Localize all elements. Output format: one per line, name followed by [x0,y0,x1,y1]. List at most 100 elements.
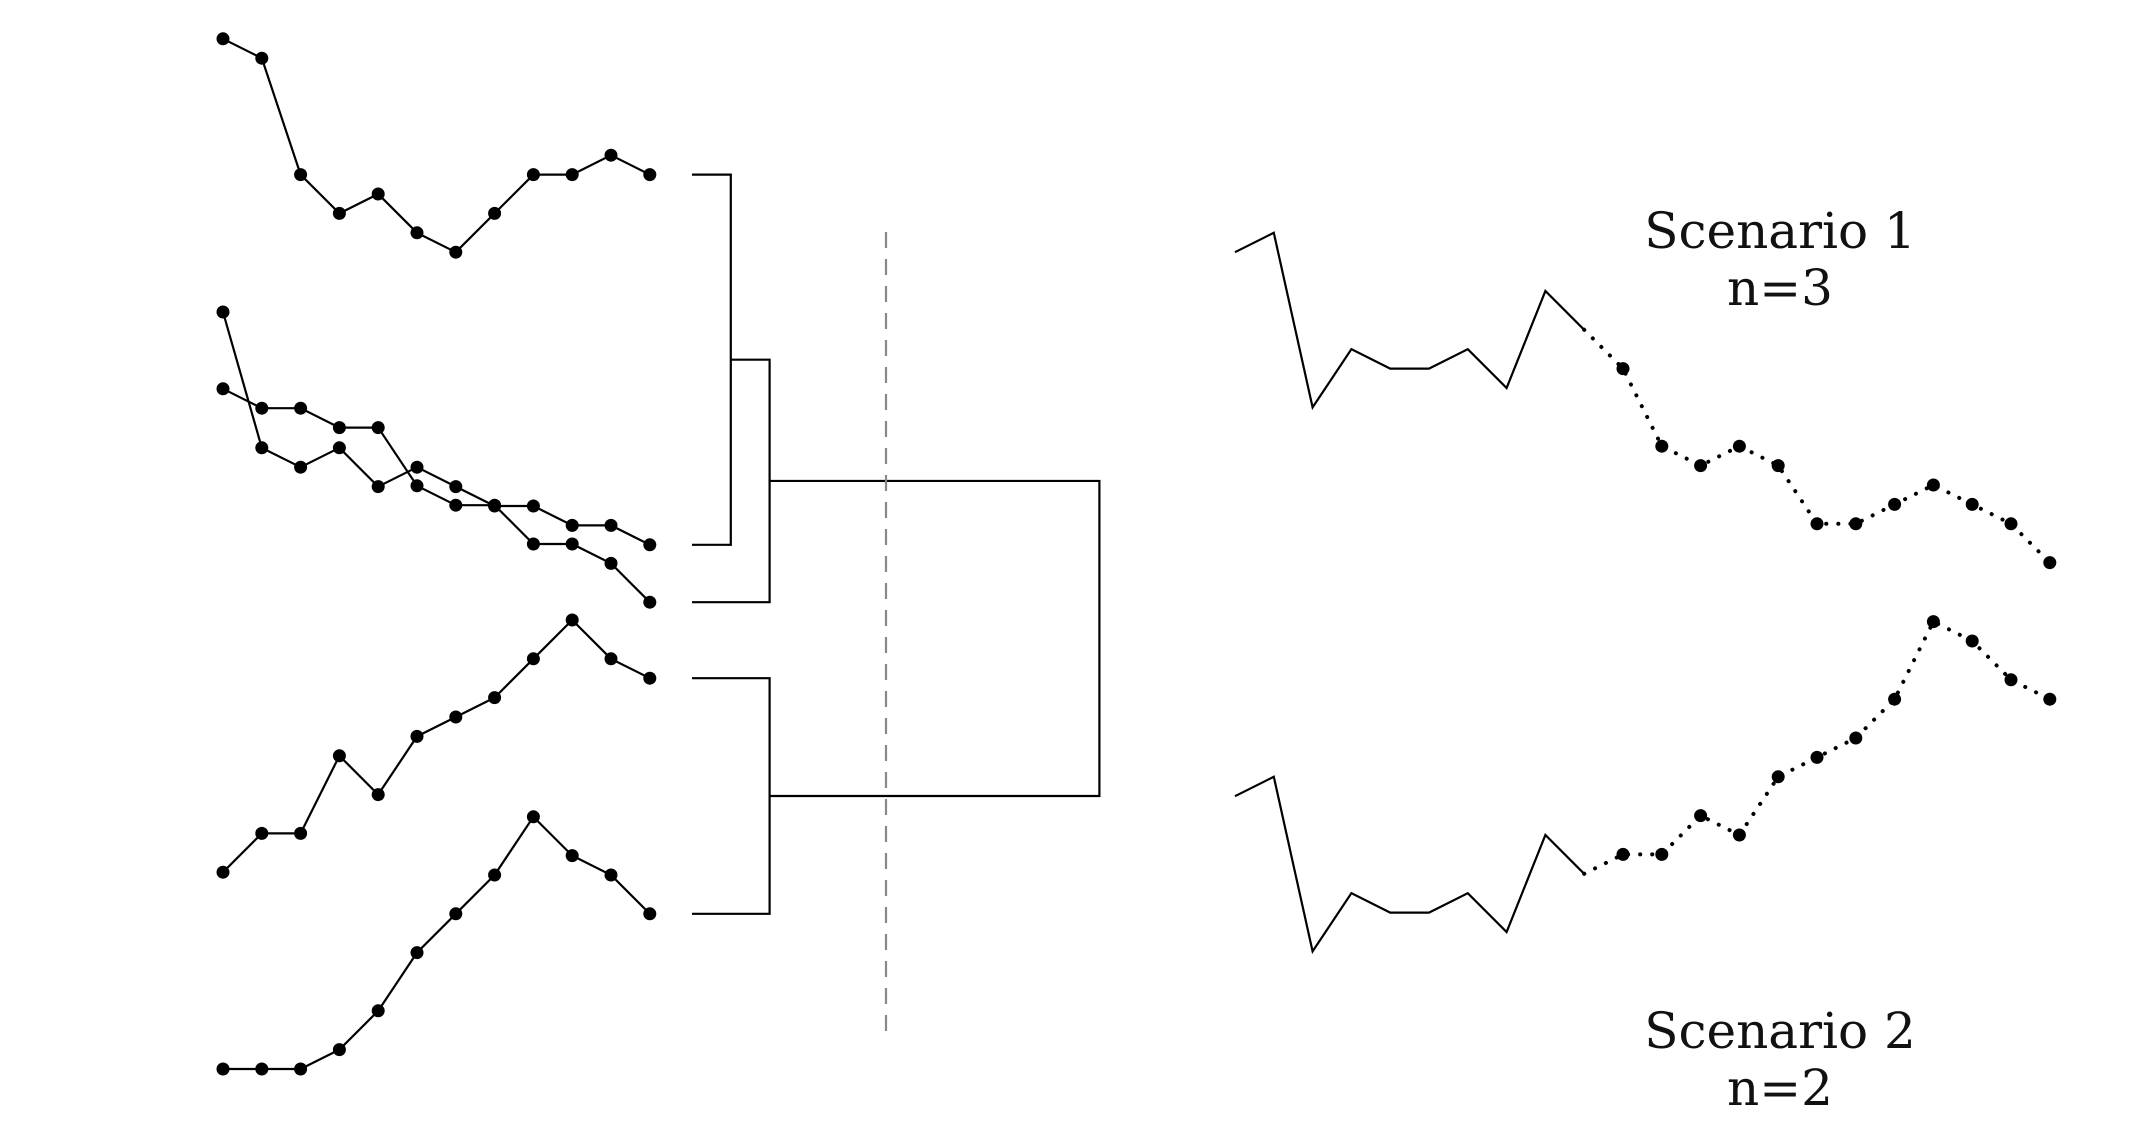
input-series-5-point-11 [604,868,618,882]
input-series-2-line [221,311,651,546]
input-series-4-point-2 [255,826,269,840]
scenario-1-forecast-point-3 [1694,459,1708,473]
input-series-5-point-4 [332,1043,346,1057]
input-series-2-point-4 [332,441,346,455]
input-series-4-point-12 [643,671,657,685]
input-series-5-point-3 [294,1062,308,1076]
scenario-1-forecast-point-4 [1732,439,1746,453]
scenario-1-forecast-point-11 [2004,517,2018,531]
scenario-2-forecast-point-3 [1694,809,1708,823]
scenario-2-forecast-point-10 [1965,634,1979,648]
input-series-1-point-4 [332,206,346,220]
input-series-3-point-9 [526,537,540,551]
input-series-5-point-2 [255,1062,269,1076]
scenario-2-forecast-point-6 [1810,750,1824,764]
input-series-5-point-1 [216,1062,230,1076]
scenario-1-forecast-point-12 [2043,556,2057,570]
input-series-5-line [223,815,651,1071]
input-series-2-point-7 [449,480,463,494]
input-series-1-point-11 [604,148,618,162]
input-series-1-point-6 [410,226,424,240]
scenario-series-group [1234,231,2057,955]
input-series-1-point-5 [371,187,385,201]
scenario-2-forecast-point-1 [1616,847,1630,861]
input-series-3-point-2 [255,401,269,415]
input-series-3-line [222,387,651,603]
input-series-4-point-8 [488,691,502,705]
input-series-5-point-9 [526,810,540,824]
input-series-2-point-10 [565,518,579,532]
input-series-3-point-4 [332,421,346,435]
scenario-1-forecast-point-1 [1616,362,1630,376]
input-series-1-point-9 [526,168,540,182]
scenario-2-title: Scenario 2 [1644,1002,1916,1060]
input-series-1-point-7 [449,245,463,259]
scenario-1-history-line [1234,231,1585,411]
input-series-4-point-4 [332,749,346,763]
input-series-1-line [222,37,651,254]
input-series-2-point-9 [526,499,540,513]
scenario-2-forecast-point-5 [1771,770,1785,784]
scenario-2-history-line [1234,775,1585,955]
dendrogram-merge-3 [692,677,771,915]
input-series-2-point-1 [216,305,230,319]
scenario-2-forecast-point-4 [1732,828,1746,842]
input-series-5-point-8 [488,868,502,882]
input-series-4-point-6 [410,729,424,743]
input-series-4-point-3 [294,826,308,840]
input-series-5-point-12 [643,907,657,921]
input-series-4-point-7 [449,710,463,724]
input-series-4-point-9 [526,652,540,666]
input-series-3-point-3 [294,401,308,415]
input-series-5-point-7 [449,907,463,921]
scenario-2-forecast-point-9 [1926,615,1940,629]
input-series-1-point-8 [488,206,502,220]
input-series-4-point-10 [565,613,579,627]
input-series-2-point-5 [371,480,385,494]
input-series-3-point-6 [410,479,424,493]
input-series-1-point-10 [565,168,579,182]
input-series-4-point-5 [371,788,385,802]
scenario-1-forecast-point-9 [1926,478,1940,492]
input-series-1-point-1 [216,32,230,46]
scenario-2-forecast-point-8 [1888,692,1902,706]
input-series-3-point-8 [488,498,502,512]
input-series-3-point-5 [371,421,385,435]
input-series-group [216,32,657,1076]
dendrogram-merge-4 [769,479,1101,798]
input-series-3-point-7 [449,498,463,512]
input-series-2-point-3 [294,460,308,474]
scenario-1-forecast-point-5 [1771,459,1785,473]
scenario-2-count: n=2 [1727,1059,1833,1117]
dendrogram [692,173,1101,915]
input-series-3-point-11 [604,556,618,570]
input-series-4-point-1 [216,865,230,879]
scenario-2-forecast-point-12 [2043,692,2057,706]
scenario-1-forecast-point-2 [1655,439,1669,453]
scenario-2-forecast-line [1582,618,2052,876]
scenario-1-forecast-point-8 [1888,497,1902,511]
scenario-1-forecast-point-10 [1965,497,1979,511]
input-series-1-point-2 [255,51,269,65]
input-series-2-point-12 [643,538,657,552]
input-series-2-point-6 [410,460,424,474]
input-series-1-point-3 [294,168,308,182]
input-series-2-point-11 [604,518,618,532]
scenario-2-forecast-point-11 [2004,673,2018,687]
input-series-4-line [222,618,651,873]
input-series-3-point-1 [216,382,230,396]
input-series-4-point-11 [604,652,618,666]
input-series-5-point-5 [371,1004,385,1018]
input-series-3-point-10 [565,537,579,551]
input-series-2-point-2 [255,441,269,455]
scenario-1-forecast-point-7 [1849,517,1863,531]
scenario-1-forecast-point-6 [1810,517,1824,531]
scenario-1-title: Scenario 1 [1644,202,1916,260]
input-series-3-point-12 [643,595,657,609]
dendrogram-merge-1 [692,173,732,546]
input-series-5-point-6 [410,946,424,960]
input-series-5-point-10 [565,849,579,863]
scenario-2-forecast-point-7 [1849,731,1863,745]
scenario-2-forecast-point-2 [1655,847,1669,861]
